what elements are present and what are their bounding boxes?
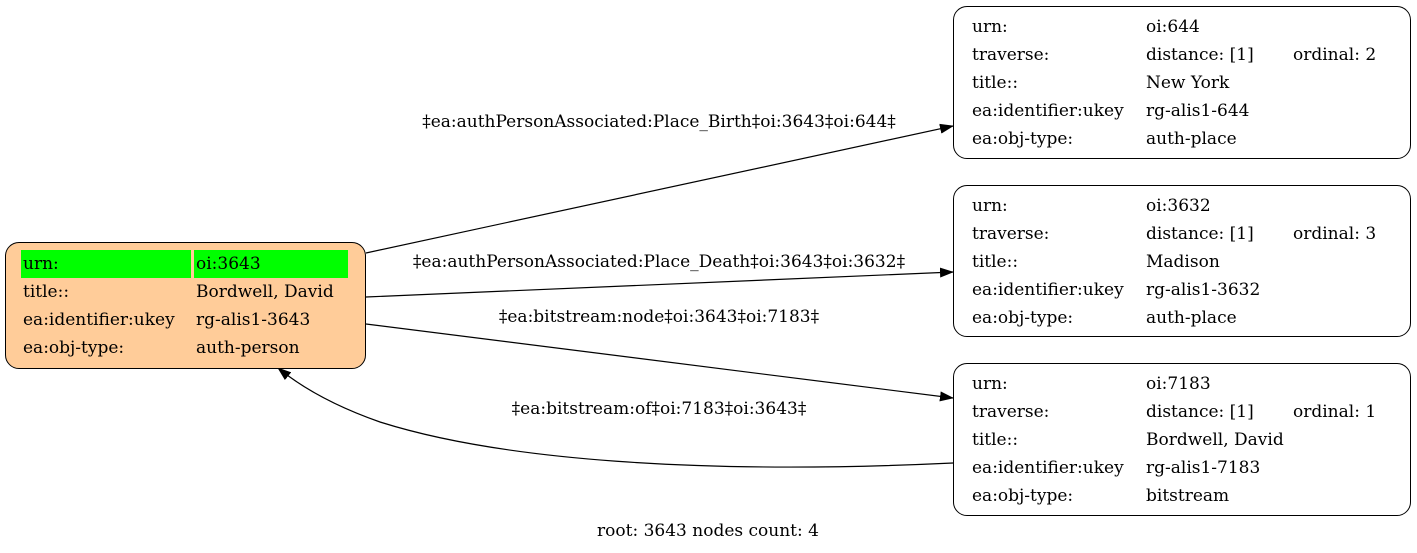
root-ukey-row: ea:identifier:ukey rg-alis1-3643 bbox=[21, 306, 348, 334]
root-type-row: ea:obj-type: auth-person bbox=[21, 334, 348, 362]
ordinal-value: ordinal: 3 bbox=[1293, 224, 1377, 244]
root-urn-value: oi:3643 bbox=[194, 250, 348, 278]
graph-footer: root: 3643 nodes count: 4 bbox=[597, 521, 819, 541]
title-key: title:: bbox=[972, 73, 1019, 93]
distance-value: distance: [1] bbox=[1146, 45, 1254, 65]
ordinal-value: ordinal: 1 bbox=[1293, 402, 1377, 422]
type-key: ea:obj-type: bbox=[972, 308, 1074, 328]
ukey-value: rg-alis1-7183 bbox=[1146, 458, 1261, 478]
ukey-key: ea:identifier:ukey bbox=[972, 280, 1124, 300]
urn-key: urn: bbox=[972, 196, 1008, 216]
root-ukey-value: rg-alis1-3643 bbox=[196, 310, 311, 330]
type-value: bitstream bbox=[1146, 486, 1230, 506]
node-3632[interactable]: urn: oi:3632 traverse: distance: [1] ord… bbox=[953, 185, 1411, 337]
urn-key: urn: bbox=[972, 17, 1008, 37]
node-3632-table: urn: oi:3632 traverse: distance: [1] ord… bbox=[967, 192, 1381, 332]
root-urn-key: urn: bbox=[21, 250, 191, 278]
node-644-table: urn: oi:644 traverse: distance: [1] ordi… bbox=[967, 13, 1381, 153]
distance-value: distance: [1] bbox=[1146, 224, 1254, 244]
root-ukey-key: ea:identifier:ukey bbox=[23, 310, 175, 330]
ukey-value: rg-alis1-644 bbox=[1146, 101, 1250, 121]
edge-label-birth: ‡ea:authPersonAssociated:Place_Birth‡oi:… bbox=[422, 112, 896, 132]
root-title-key: title:: bbox=[23, 282, 70, 302]
urn-key: urn: bbox=[972, 374, 1008, 394]
ukey-key: ea:identifier:ukey bbox=[972, 101, 1124, 121]
distance-value: distance: [1] bbox=[1146, 402, 1254, 422]
node-644[interactable]: urn: oi:644 traverse: distance: [1] ordi… bbox=[953, 6, 1411, 159]
root-type-value: auth-person bbox=[196, 338, 300, 358]
type-value: auth-place bbox=[1146, 129, 1237, 149]
root-node-table: urn: oi:3643 title:: Bordwell, David ea:… bbox=[18, 250, 351, 362]
edge-label-bitstream-node: ‡ea:bitstream:node‡oi:3643‡oi:7183‡ bbox=[498, 307, 820, 327]
title-value: Madison bbox=[1146, 252, 1220, 272]
root-title-row: title:: Bordwell, David bbox=[21, 278, 348, 306]
root-urn-row: urn: oi:3643 bbox=[21, 250, 348, 278]
traverse-key: traverse: bbox=[972, 45, 1050, 65]
type-key: ea:obj-type: bbox=[972, 129, 1074, 149]
title-key: title:: bbox=[972, 430, 1019, 450]
ukey-value: rg-alis1-3632 bbox=[1146, 280, 1261, 300]
title-value: New York bbox=[1146, 73, 1230, 93]
title-key: title:: bbox=[972, 252, 1019, 272]
type-key: ea:obj-type: bbox=[972, 486, 1074, 506]
urn-value: oi:644 bbox=[1146, 17, 1200, 37]
root-node-3643[interactable]: urn: oi:3643 title:: Bordwell, David ea:… bbox=[5, 242, 366, 369]
type-value: auth-place bbox=[1146, 308, 1237, 328]
title-value: Bordwell, David bbox=[1146, 430, 1284, 450]
traverse-key: traverse: bbox=[972, 402, 1050, 422]
edge-birth-line bbox=[365, 123, 954, 254]
root-title-value: Bordwell, David bbox=[196, 282, 334, 302]
edge-label-death: ‡ea:authPersonAssociated:Place_Death‡oi:… bbox=[412, 252, 906, 272]
root-type-key: ea:obj-type: bbox=[23, 338, 125, 358]
node-7183[interactable]: urn: oi:7183 traverse: distance: [1] ord… bbox=[953, 363, 1411, 516]
ordinal-value: ordinal: 2 bbox=[1293, 45, 1377, 65]
edge-bitstream-node-line bbox=[365, 323, 954, 402]
traverse-key: traverse: bbox=[972, 224, 1050, 244]
edge-death-line bbox=[365, 267, 954, 298]
edge-label-bitstream-of: ‡ea:bitstream:of‡oi:7183‡oi:3643‡ bbox=[511, 399, 807, 419]
node-7183-table: urn: oi:7183 traverse: distance: [1] ord… bbox=[967, 370, 1381, 510]
edge-bitstream-of-line bbox=[277, 367, 954, 468]
urn-value: oi:7183 bbox=[1146, 374, 1211, 394]
urn-value: oi:3632 bbox=[1146, 196, 1211, 216]
ukey-key: ea:identifier:ukey bbox=[972, 458, 1124, 478]
